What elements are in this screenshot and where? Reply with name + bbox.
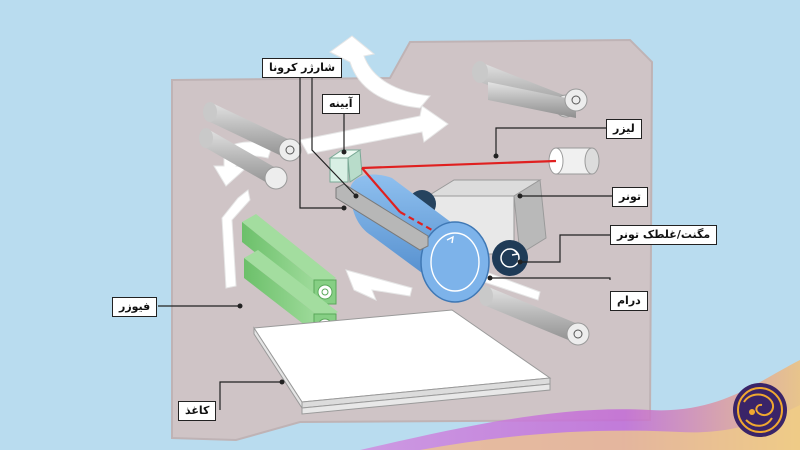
roller-icon [199,102,302,190]
label-laser: لیزر [606,119,642,139]
magnet-roller [492,240,528,276]
decorative-wave-2 [420,405,800,450]
decorative-wave [360,360,800,450]
fuser [242,214,338,340]
mirror [328,149,363,183]
roller-icon [472,61,588,118]
label-fuser: فیوزر [112,297,158,317]
label-drum: درام [610,291,648,311]
roller-icon [479,286,590,346]
leader-lines [158,72,612,410]
laser-source [548,147,600,175]
label-mirror: آیینه [322,94,360,114]
label-magnet-roller: مگنت/غلطک تونر [610,225,718,245]
label-corona-charger: شارژر کرونا [262,58,343,78]
decorative-logo-icon [733,383,787,437]
label-paper: کاغذ [178,401,217,421]
label-toner: تونر [612,187,648,207]
laser-beam [361,159,557,231]
leader-dots [237,149,523,385]
paper-stack [253,309,552,415]
